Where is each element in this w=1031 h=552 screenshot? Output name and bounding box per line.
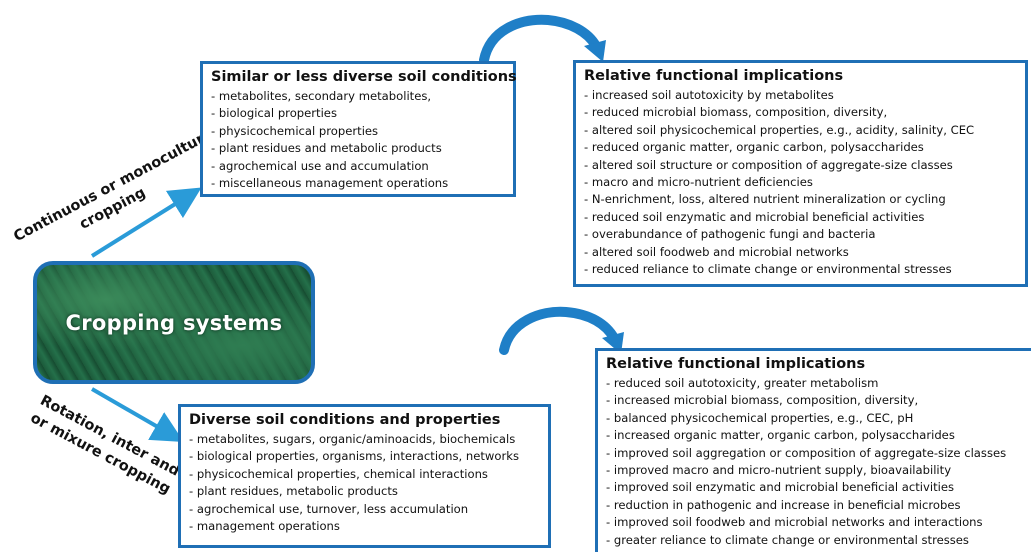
list-item: - management operations xyxy=(189,519,340,534)
implications-list-monoculture: - increased soil autotoxicity by metabol… xyxy=(584,87,1017,278)
list-item: - metabolites, secondary metabolites, xyxy=(211,89,432,103)
similar-conditions-title: Similar or less diverse soil conditions xyxy=(211,69,517,85)
implications-box-rotation: Relative functional implications - reduc… xyxy=(595,348,1031,552)
diverse-conditions-list: - metabolites, sugars, organic/aminoacid… xyxy=(189,431,540,535)
list-item: - reduction in pathogenic and increase i… xyxy=(606,497,961,512)
arrow-to-similar xyxy=(90,187,202,258)
list-item: - physicochemical properties, chemical i… xyxy=(189,466,488,481)
list-item: - altered soil physicochemical propertie… xyxy=(584,122,975,137)
implications-title-rotation: Relative functional implications xyxy=(606,356,866,372)
list-item: - plant residues and metabolic products xyxy=(211,141,442,156)
list-item: - N-enrichment, loss, altered nutrient m… xyxy=(584,192,946,207)
list-item: - improved soil enzymatic and microbial … xyxy=(606,480,955,495)
list-item: - increased organic matter, organic carb… xyxy=(606,428,955,443)
list-item: - agrochemical use and accumulation xyxy=(211,158,429,173)
list-item: - greater reliance to climate change or … xyxy=(606,532,969,547)
diverse-conditions-title: Diverse soil conditions and properties xyxy=(189,412,501,428)
list-item: - macro and micro-nutrient deficiencies xyxy=(584,175,813,190)
list-item: - biological properties, organisms, inte… xyxy=(189,449,520,464)
list-item: - reduced organic matter, organic carbon… xyxy=(584,140,924,155)
list-item: - metabolites, sugars, organic/aminoacid… xyxy=(189,432,516,446)
list-item: - improved soil foodweb and microbial ne… xyxy=(606,515,983,530)
implications-list-rotation: - reduced soil autotoxicity, greater met… xyxy=(606,375,1023,549)
list-item: - balanced physicochemical properties, e… xyxy=(606,410,914,425)
list-item: - plant residues, metabolic products xyxy=(189,484,398,499)
list-item: - reduced soil autotoxicity, greater met… xyxy=(606,376,879,390)
list-item: - biological properties xyxy=(211,106,337,121)
cropping-systems-label: Cropping systems xyxy=(65,310,283,335)
list-item: - reduced microbial biomass, composition… xyxy=(584,105,888,120)
list-item: - overabundance of pathogenic fungi and … xyxy=(584,227,876,242)
cropping-systems-node: Cropping systems xyxy=(33,261,315,384)
list-item: - miscellaneous management operations xyxy=(211,176,449,191)
implications-box-monoculture: Relative functional implications - incre… xyxy=(573,60,1028,287)
list-item: - reduced reliance to climate change or … xyxy=(584,262,952,277)
list-item: - physicochemical properties xyxy=(211,123,379,138)
list-item: - agrochemical use, turnover, less accum… xyxy=(189,501,469,516)
list-item: - altered soil foodweb and microbial net… xyxy=(584,244,849,259)
arrow-to-diverse xyxy=(91,387,184,442)
curved-arrow-top-head xyxy=(584,40,606,62)
list-item: - altered soil structure or composition … xyxy=(584,157,953,172)
list-item: - improved soil aggregation or compositi… xyxy=(606,445,1007,460)
curved-arrow-top xyxy=(479,14,601,65)
diverse-conditions-box: Diverse soil conditions and properties -… xyxy=(178,404,551,548)
implications-title-monoculture: Relative functional implications xyxy=(584,68,844,84)
curved-arrow-bottom xyxy=(499,306,619,355)
list-item: - increased soil autotoxicity by metabol… xyxy=(584,88,834,102)
list-item: - increased microbial biomass, compositi… xyxy=(606,393,919,408)
list-item: - reduced soil enzymatic and microbial b… xyxy=(584,209,925,224)
similar-conditions-box: Similar or less diverse soil conditions … xyxy=(200,61,517,197)
list-item: - improved macro and micro-nutrient supp… xyxy=(606,463,952,478)
similar-conditions-list: - metabolites, secondary metabolites, - … xyxy=(211,88,505,192)
